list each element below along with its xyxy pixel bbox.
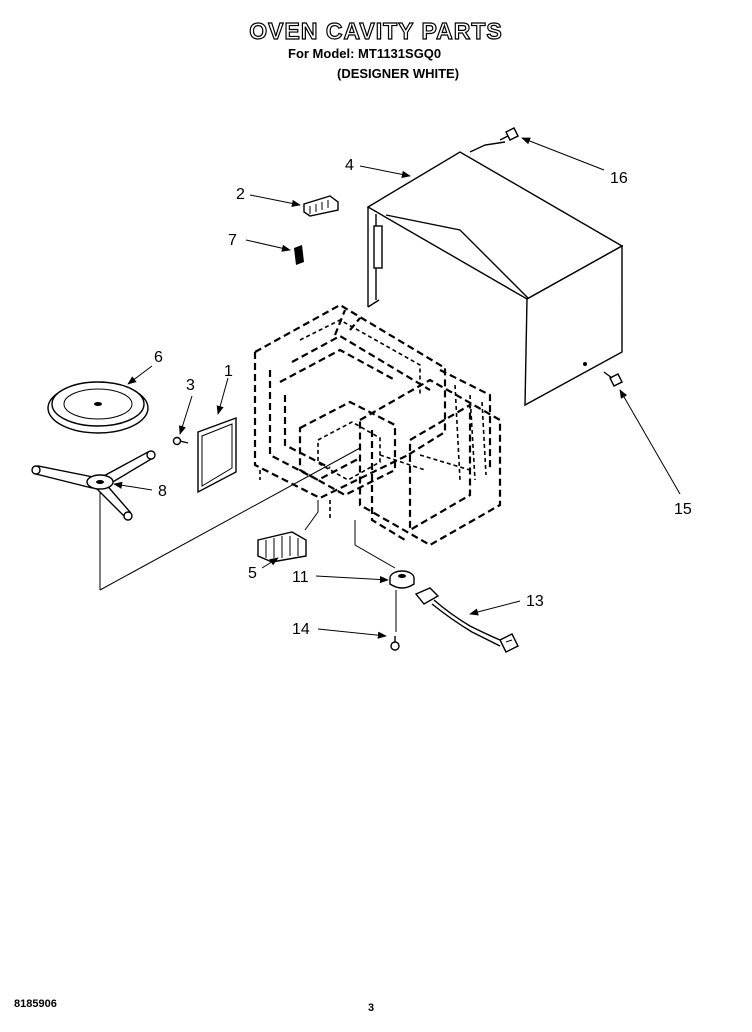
callout-15: 15: [674, 501, 692, 518]
callout-6: 6: [154, 349, 163, 366]
callout-2: 2: [236, 186, 245, 203]
roller-support: [31, 450, 156, 521]
callout-14: 14: [292, 621, 310, 638]
cabinet-wrapper: [366, 141, 624, 407]
callout-3: 3: [186, 377, 195, 394]
wire-harness: [414, 587, 519, 653]
callout-11: 11: [292, 569, 309, 586]
callout-13: 13: [526, 593, 544, 610]
callout-1: 1: [224, 363, 233, 380]
latch-part-7: [257, 500, 319, 563]
screw-3: [172, 436, 189, 446]
callout-16: 16: [610, 170, 628, 187]
waveguide-cover: [197, 416, 237, 494]
page-title: OVEN CAVITY PARTS: [249, 17, 503, 44]
screw-15: [603, 371, 623, 387]
assembly-line: [99, 447, 361, 591]
callout-4: 4: [345, 157, 354, 174]
page-number: 3: [368, 1002, 375, 1014]
turntable-motor: [354, 520, 415, 632]
leader-lines: [113, 137, 681, 639]
callout-7: 5: [248, 565, 257, 582]
turntable-tray: [47, 381, 149, 434]
variant-line: (DESIGNER WHITE): [337, 66, 460, 81]
screw-14: [390, 636, 400, 651]
screw-16: [499, 127, 519, 141]
callout-5: 7: [228, 232, 237, 249]
callout-8: 8: [158, 483, 167, 500]
latch-part-2: [303, 195, 339, 217]
callout-labels: 2 7 4 16 6 1 3 8 5 11 13 14 15: [154, 157, 692, 638]
oven-cavity: [253, 303, 502, 547]
pad-part-5: [294, 245, 304, 265]
model-line: For Model: MT1131SGQ0: [288, 46, 442, 61]
doc-number: 8185906: [14, 998, 57, 1010]
